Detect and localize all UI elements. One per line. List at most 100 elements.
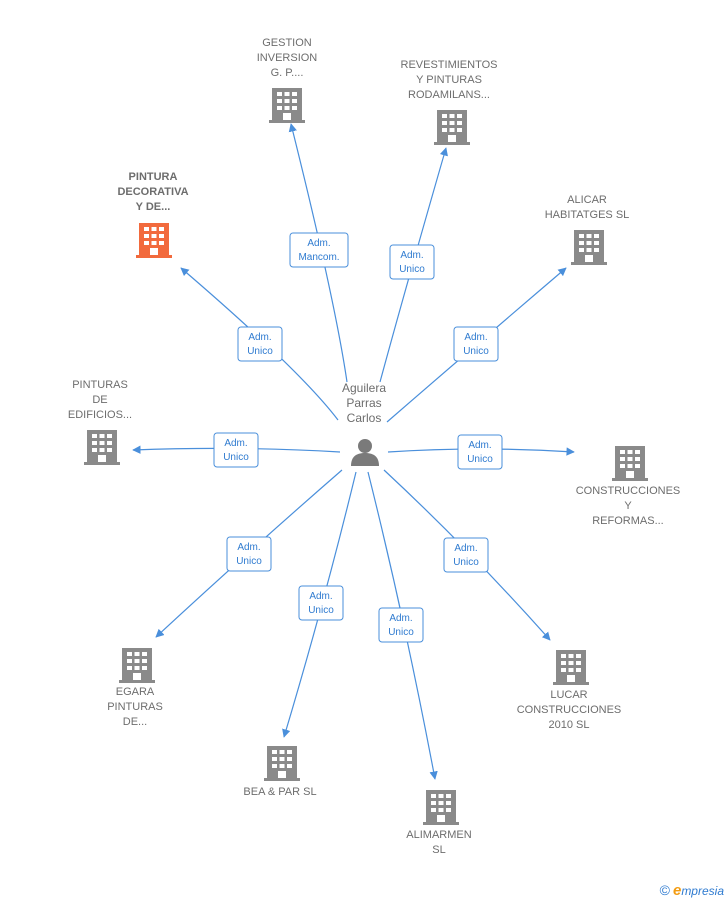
role-badge-pintura-decorativa[interactable]: Adm. Unico <box>237 326 283 362</box>
role-text: Adm. <box>464 332 487 343</box>
building-icon <box>119 648 155 683</box>
copyright-icon: © <box>659 882 670 898</box>
role-badge-revestimientos[interactable]: Adm. Unico <box>389 244 435 280</box>
role-text: Adm. <box>248 332 271 343</box>
company-label: SL <box>432 844 445 856</box>
company-label: ALICAR <box>567 194 607 206</box>
company-label: Y <box>624 500 632 512</box>
company-node-lucar[interactable]: LUCAR CONSTRUCCIONES 2010 SL <box>517 650 622 731</box>
building-icon <box>269 88 305 123</box>
role-box <box>226 536 272 572</box>
company-label: EGARA <box>116 686 155 698</box>
brand-footer: ©empresia <box>660 882 724 899</box>
company-label: DE <box>92 394 107 406</box>
role-text: Adm. <box>454 543 477 554</box>
role-badge-gestion[interactable]: Adm. Mancom. <box>289 232 349 268</box>
building-icon <box>571 230 607 265</box>
role-box <box>457 434 503 470</box>
role-text: Adm. <box>307 238 330 249</box>
company-label: PINTURAS <box>72 379 128 391</box>
role-badge-pinturas-edificios[interactable]: Adm. Unico <box>213 432 259 468</box>
role-box <box>289 232 349 268</box>
role-text: Adm. <box>389 613 412 624</box>
role-text: Unico <box>463 346 489 357</box>
role-text: Unico <box>467 454 493 465</box>
company-label: 2010 SL <box>549 719 590 731</box>
building-icon <box>264 746 300 781</box>
nodes-layer: GESTION INVERSION G. P.... REVESTIMIENTOS Y … <box>68 37 680 856</box>
role-text: Unico <box>453 557 479 568</box>
company-label: DECORATIVA <box>117 186 188 198</box>
building-icon <box>434 110 470 145</box>
company-label: G. P.... <box>271 67 304 79</box>
company-label: INVERSION <box>257 52 318 64</box>
role-text: Adm. <box>400 250 423 261</box>
building-icon <box>136 223 172 258</box>
brand-logo-text: mpresia <box>681 884 724 898</box>
roles-layer: Adm.Mancom.Adm.UnicoAdm.UnicoAdm.UnicoAd… <box>213 232 503 643</box>
role-text: Unico <box>399 264 425 275</box>
role-text: Unico <box>223 452 249 463</box>
role-badge-bea-par[interactable]: Adm. Unico <box>298 585 344 621</box>
company-node-revestimientos[interactable]: REVESTIMIENTOS Y PINTURAS RODAMILANS... <box>401 59 498 145</box>
building-icon <box>612 446 648 481</box>
role-text: Adm. <box>224 438 247 449</box>
company-label: CONSTRUCCIONES <box>517 704 622 716</box>
role-box <box>213 432 259 468</box>
company-label: PINTURA <box>129 171 178 183</box>
role-text: Unico <box>388 627 414 638</box>
role-box <box>237 326 283 362</box>
edges-layer <box>132 123 575 780</box>
brand-logo-initial: e <box>672 882 682 899</box>
building-icon <box>553 650 589 685</box>
company-label: LUCAR <box>550 689 587 701</box>
person-name: Carlos <box>347 411 382 425</box>
role-box <box>378 607 424 643</box>
company-label: PINTURAS <box>107 701 163 713</box>
role-box <box>389 244 435 280</box>
role-text: Mancom. <box>298 252 339 263</box>
building-icon <box>84 430 120 465</box>
company-node-bea-par[interactable]: BEA & PAR SL <box>243 746 317 798</box>
role-text: Unico <box>236 556 262 567</box>
company-label: RODAMILANS... <box>408 89 490 101</box>
company-node-egara[interactable]: EGARA PINTURAS DE... <box>107 648 163 728</box>
company-label: REFORMAS... <box>592 515 664 527</box>
role-badge-alicar[interactable]: Adm. Unico <box>453 326 499 362</box>
person-name: Parras <box>346 396 381 410</box>
company-node-construcciones[interactable]: CONSTRUCCIONES Y REFORMAS... <box>576 446 681 527</box>
role-box <box>443 537 489 573</box>
role-text: Unico <box>247 346 273 357</box>
company-label: EDIFICIOS... <box>68 409 132 421</box>
company-label: Y PINTURAS <box>416 74 482 86</box>
company-label: HABITATGES SL <box>545 209 630 221</box>
person-icon <box>351 439 379 466</box>
role-badge-lucar[interactable]: Adm. Unico <box>443 537 489 573</box>
company-label: BEA & PAR SL <box>243 786 316 798</box>
person-name: Aguilera <box>342 381 386 395</box>
company-label: Y DE... <box>136 201 171 213</box>
company-node-gestion[interactable]: GESTION INVERSION G. P.... <box>257 37 318 123</box>
company-node-alimarmen[interactable]: ALIMARMEN SL <box>406 790 472 856</box>
company-label: REVESTIMIENTOS <box>401 59 498 71</box>
company-label: ALIMARMEN <box>406 829 471 841</box>
company-node-alicar[interactable]: ALICAR HABITATGES SL <box>545 194 630 265</box>
role-text: Adm. <box>468 440 491 451</box>
role-box <box>298 585 344 621</box>
company-label: GESTION <box>262 37 312 49</box>
role-text: Adm. <box>309 591 332 602</box>
role-text: Adm. <box>237 542 260 553</box>
role-badge-construcciones[interactable]: Adm. Unico <box>457 434 503 470</box>
edge-gestion <box>288 123 348 383</box>
company-node-pinturas-edificios[interactable]: PINTURAS DE EDIFICIOS... <box>68 379 132 465</box>
building-icon <box>423 790 459 825</box>
company-node-pintura-decorativa[interactable]: PINTURA DECORATIVA Y DE... <box>117 171 189 258</box>
role-badge-alimarmen[interactable]: Adm. Unico <box>378 607 424 643</box>
role-box <box>453 326 499 362</box>
role-text: Unico <box>308 605 334 616</box>
company-label: CONSTRUCCIONES <box>576 485 681 497</box>
company-label: DE... <box>123 716 147 728</box>
role-badge-egara[interactable]: Adm. Unico <box>226 536 272 572</box>
